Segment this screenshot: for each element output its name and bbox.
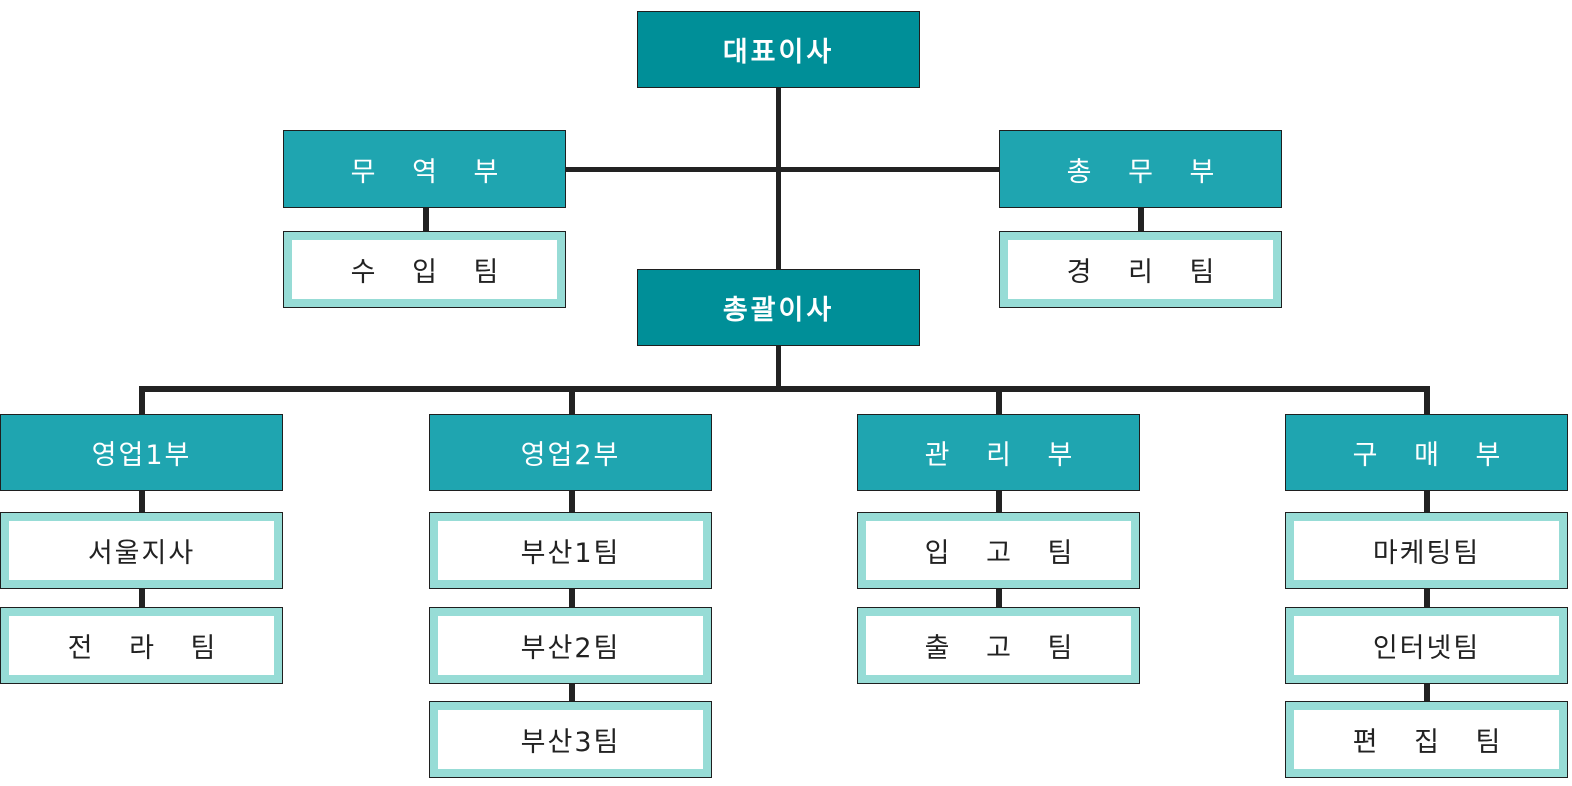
department-box-3: 관 리 부: [857, 414, 1140, 491]
ceo-box: 대표이사: [637, 11, 920, 88]
team-box-2-1: 부산1팀: [429, 512, 712, 589]
connector-bus-dept-1: [139, 388, 145, 416]
department-box-4: 구 매 부: [1285, 414, 1568, 491]
general-affairs-team-box: 경 리 팀: [999, 231, 1282, 308]
trade-team-box: 수 입 팀: [283, 231, 566, 308]
connector-ceo-coo: [776, 86, 781, 271]
connector-dept-2-teams: [569, 489, 575, 704]
connector-bus-dept-3: [996, 388, 1002, 416]
connector-trade-team: [423, 206, 429, 233]
team-box-3-2: 출 고 팀: [857, 607, 1140, 684]
team-box-1-2: 전 라 팀: [0, 607, 283, 684]
connector-bus-dept-4: [1424, 388, 1430, 416]
general-affairs-department-box: 총 무 부: [999, 130, 1282, 208]
team-box-3-1: 입 고 팀: [857, 512, 1140, 589]
department-box-1: 영업1부: [0, 414, 283, 491]
team-box-1-1: 서울지사: [0, 512, 283, 589]
team-box-2-2: 부산2팀: [429, 607, 712, 684]
connector-general-team: [1138, 206, 1144, 233]
trade-department-box: 무 역 부: [283, 130, 566, 208]
department-box-2: 영업2부: [429, 414, 712, 491]
team-box-2-3: 부산3팀: [429, 701, 712, 778]
connector-bus-dept-2: [569, 388, 575, 416]
team-box-4-3: 편 집 팀: [1285, 701, 1568, 778]
connector-coo-bus: [776, 344, 781, 390]
connector-lower-horizontal: [139, 386, 1430, 392]
connector-upper-horizontal: [564, 167, 1001, 172]
connector-dept-4-teams: [1424, 489, 1430, 704]
team-box-4-1: 마케팅팀: [1285, 512, 1568, 589]
team-box-4-2: 인터넷팀: [1285, 607, 1568, 684]
coo-box: 총괄이사: [637, 269, 920, 346]
